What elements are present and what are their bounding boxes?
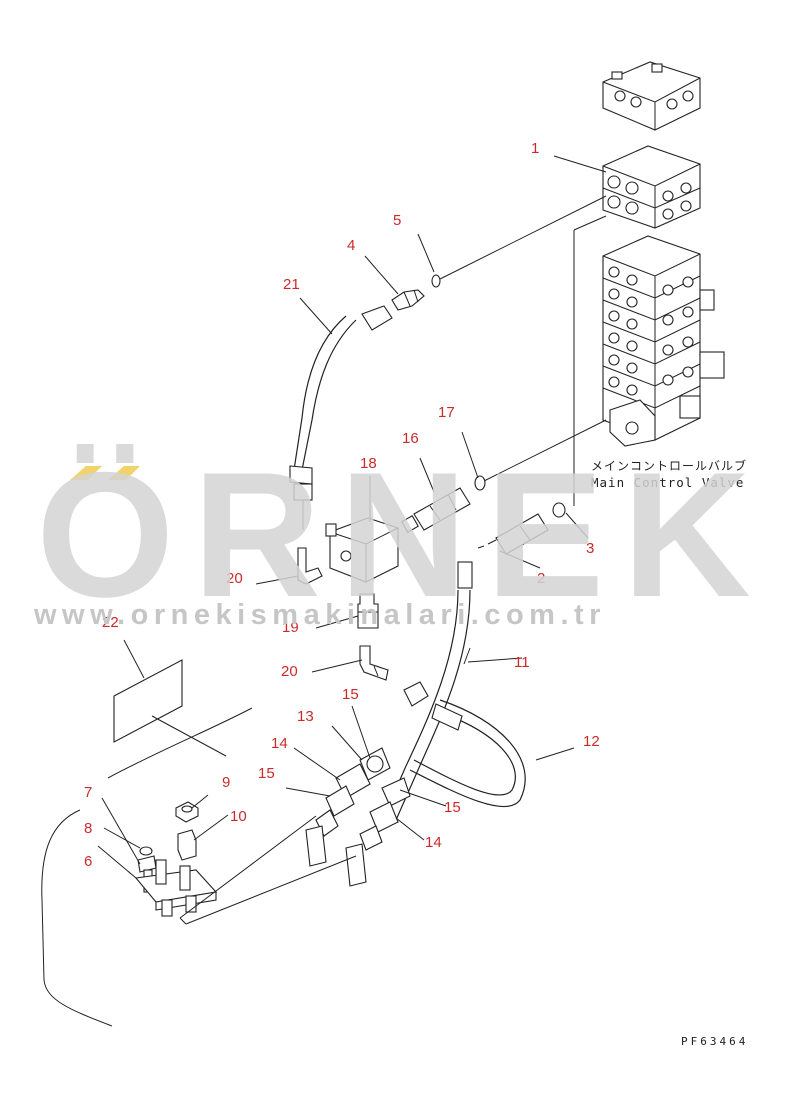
callout-11: 11 — [514, 654, 530, 671]
frame-line-1 — [179, 815, 317, 919]
callout-12: 12 — [583, 733, 600, 750]
watermark-url: www.ornekismakinalari.com.tr — [33, 599, 606, 631]
callout-leaders — [97, 155, 607, 879]
callout-7: 7 — [84, 784, 92, 801]
hose-21 — [289, 305, 393, 530]
frame-line-2 — [185, 855, 357, 925]
bracket-6 — [134, 859, 218, 917]
nipple-19 — [357, 593, 379, 629]
watermark: ÖRNEK www.ornekismakinalari.com.tr — [33, 435, 769, 634]
callout-20b: 20 — [281, 663, 298, 680]
fitting-15-left — [305, 785, 355, 867]
frame-line-3 — [179, 917, 187, 925]
fitting-4 — [391, 289, 425, 311]
callout-2: 2 — [537, 570, 545, 587]
fitting-13 — [359, 747, 391, 781]
elbow-20-upper — [297, 547, 323, 585]
hose-2 — [477, 513, 549, 555]
callout-14a: 14 — [271, 735, 288, 752]
drawing-code: PF63464 — [681, 1035, 748, 1048]
watermark-accent-mark-right — [108, 466, 140, 480]
port-line-17 — [481, 419, 607, 483]
callout-15c: 15 — [444, 799, 461, 816]
port-line-5 — [437, 195, 607, 281]
callouts: 1 2 3 4 5 6 7 8 9 10 11 12 13 14 14 15 1… — [84, 140, 600, 870]
callout-8: 8 — [84, 820, 92, 837]
callout-16: 16 — [402, 430, 419, 447]
watermark-accent-mark-left — [70, 466, 102, 480]
elbow-20-lower — [359, 645, 389, 681]
callout-18: 18 — [360, 455, 377, 472]
o-ring-3 — [552, 502, 566, 518]
fitting-10 — [177, 829, 197, 861]
main-control-valve-label-en: Main Control Valve — [591, 475, 744, 490]
callout-6: 6 — [84, 853, 92, 870]
callout-15b: 15 — [258, 765, 275, 782]
o-ring-17 — [474, 475, 486, 491]
callout-20a: 20 — [226, 570, 243, 587]
callout-5: 5 — [393, 212, 401, 229]
callout-9: 9 — [222, 774, 230, 791]
callout-14b: 14 — [425, 834, 442, 851]
hose-11 — [383, 561, 473, 821]
o-ring-5 — [431, 274, 441, 288]
washer-8 — [139, 846, 153, 856]
callout-21: 21 — [283, 276, 300, 293]
frame-body-left — [41, 809, 113, 1027]
fitting-15-right — [381, 777, 411, 807]
callout-22: 22 — [102, 614, 119, 631]
callout-10: 10 — [230, 808, 247, 825]
main-control-valve-label-jp: メインコントロールバルブ — [591, 458, 747, 473]
callout-13: 13 — [297, 708, 314, 725]
callout-15a: 15 — [342, 686, 359, 703]
callout-3: 3 — [586, 540, 594, 557]
nut-9 — [175, 801, 199, 823]
callout-19: 19 — [282, 619, 299, 636]
watermark-brand: ÖRNEK — [36, 435, 769, 634]
label-plate-22 — [113, 659, 183, 743]
fitting-14-lower — [345, 801, 399, 887]
port-line-3-top — [573, 215, 607, 231]
main-control-valve-top-section — [602, 61, 701, 131]
callout-4: 4 — [347, 237, 355, 254]
callout-17: 17 — [438, 404, 455, 421]
hose-12 — [403, 681, 526, 808]
main-control-valve-block-1 — [602, 145, 701, 229]
check-valve-16 — [401, 487, 471, 533]
main-control-valve-stack — [602, 235, 725, 447]
block-18 — [325, 517, 399, 583]
frame-outline — [107, 707, 253, 779]
callout-1: 1 — [531, 140, 539, 157]
